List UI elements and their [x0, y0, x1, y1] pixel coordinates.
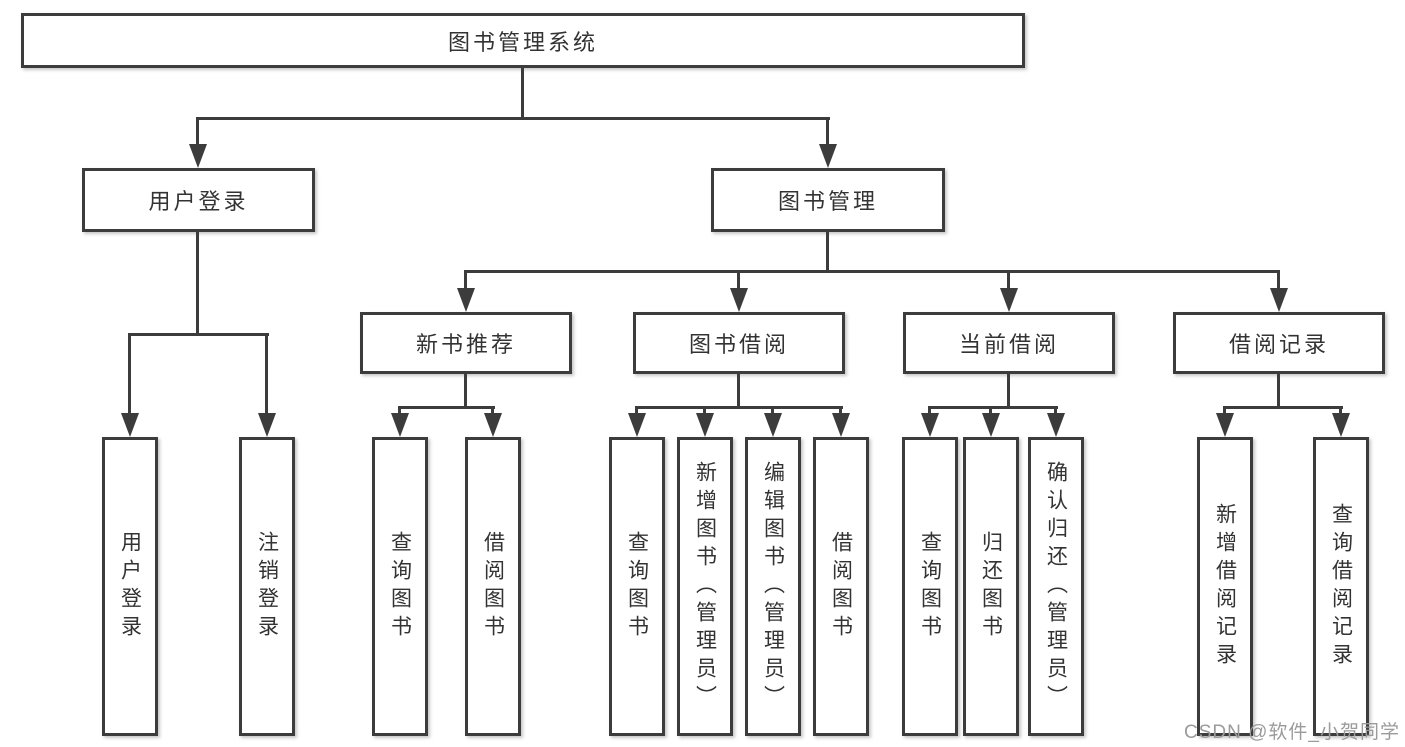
- leaf-current-confirm-return: 确认归还（管理员）: [1028, 437, 1084, 736]
- connector-line: [265, 333, 268, 417]
- leaf-current-query-book: 查询图书: [902, 437, 958, 736]
- node-book-borrow: 图书借阅: [633, 312, 845, 374]
- arrow-down-icon: [1270, 288, 1288, 312]
- leaf-record-query-record: 查询借阅记录: [1313, 437, 1369, 736]
- arrow-down-icon: [258, 413, 276, 437]
- arrow-down-icon: [730, 288, 748, 312]
- connector-line: [196, 117, 199, 147]
- leaf-current-confirm-return-label: 确认归还（管理员）: [1044, 460, 1068, 713]
- leaf-user-login: 用户登录: [102, 437, 158, 736]
- arrow-down-icon: [1000, 288, 1018, 312]
- node-book-management-label: 图书管理: [777, 189, 878, 214]
- connector-line: [928, 406, 931, 416]
- arrow-down-icon: [764, 413, 782, 437]
- leaf-record-add-record: 新增借阅记录: [1197, 437, 1253, 736]
- arrow-down-icon: [391, 413, 409, 437]
- leaf-borrow-borrow-book: 借阅图书: [813, 437, 869, 736]
- connector-line: [989, 406, 992, 416]
- csdn-watermark: CSDN @软件_小贺同学: [1184, 722, 1400, 743]
- node-user-login: 用户登录: [82, 168, 315, 232]
- connector-line: [1007, 372, 1010, 409]
- arrow-down-icon: [921, 413, 939, 437]
- arrow-down-icon: [982, 413, 1000, 437]
- node-new-book-recommend: 新书推荐: [360, 312, 572, 374]
- leaf-current-query-book-label: 查询图书: [918, 530, 942, 643]
- connector-line: [737, 270, 740, 292]
- leaf-borrow-borrow-book-label: 借阅图书: [829, 530, 853, 643]
- arrow-down-icon: [819, 144, 837, 168]
- leaf-current-return-book: 归还图书: [963, 437, 1019, 736]
- connector-line: [771, 406, 774, 416]
- leaf-borrow-edit-book-label: 编辑图书（管理员）: [761, 460, 785, 713]
- connector-line: [928, 406, 1058, 409]
- arrow-down-icon: [1332, 413, 1350, 437]
- arrow-down-icon: [1047, 413, 1065, 437]
- connector-line: [1223, 406, 1226, 416]
- connector-line: [703, 406, 706, 416]
- connector-line: [128, 333, 269, 336]
- connector-line: [635, 406, 638, 416]
- node-book-borrow-label: 图书借阅: [688, 332, 789, 357]
- leaf-recommend-query-book: 查询图书: [372, 437, 428, 736]
- leaf-logout-login: 注销登录: [239, 437, 295, 736]
- leaf-logout-login-label: 注销登录: [255, 530, 279, 643]
- connector-line: [464, 372, 467, 409]
- leaf-recommend-borrow-book-label: 借阅图书: [481, 530, 505, 643]
- arrow-down-icon: [121, 413, 139, 437]
- node-root: 图书管理系统: [21, 13, 1025, 68]
- leaf-recommend-query-book-label: 查询图书: [388, 530, 412, 643]
- leaf-user-login-label: 用户登录: [118, 530, 142, 643]
- leaf-recommend-borrow-book: 借阅图书: [465, 437, 521, 736]
- leaf-borrow-add-book: 新增图书（管理员）: [677, 437, 733, 736]
- connector-line: [128, 333, 131, 417]
- node-borrow-record: 借阅记录: [1173, 312, 1385, 374]
- leaf-record-add-record-label: 新增借阅记录: [1213, 502, 1237, 671]
- connector-line: [1277, 270, 1280, 292]
- connector-line: [1339, 406, 1342, 416]
- arrow-down-icon: [696, 413, 714, 437]
- connector-line: [1007, 270, 1010, 292]
- connector-line: [826, 230, 829, 273]
- leaf-borrow-edit-book: 编辑图书（管理员）: [745, 437, 801, 736]
- connector-line: [491, 406, 494, 416]
- connector-line: [398, 406, 495, 409]
- connector-line: [1054, 406, 1057, 416]
- leaf-borrow-add-book-label: 新增图书（管理员）: [693, 460, 717, 713]
- node-user-login-label: 用户登录: [148, 189, 249, 214]
- connector-line: [196, 230, 199, 336]
- connector-line: [635, 406, 843, 409]
- leaf-current-return-book-label: 归还图书: [979, 530, 1003, 643]
- node-root-label: 图书管理系统: [447, 29, 598, 55]
- node-book-management: 图书管理: [711, 168, 945, 232]
- arrow-down-icon: [1216, 413, 1234, 437]
- connector-line: [398, 406, 401, 416]
- connector-line: [1277, 372, 1280, 409]
- node-new-book-recommend-label: 新书推荐: [415, 332, 516, 357]
- leaf-borrow-query-book: 查询图书: [609, 437, 665, 736]
- arrow-down-icon: [484, 413, 502, 437]
- connector-line: [464, 270, 467, 292]
- leaf-record-query-record-label: 查询借阅记录: [1329, 502, 1353, 671]
- connector-line: [196, 117, 830, 120]
- arrow-down-icon: [457, 288, 475, 312]
- connector-line: [464, 270, 1280, 273]
- node-current-borrow: 当前借阅: [903, 312, 1115, 374]
- connector-line: [737, 372, 740, 409]
- connector-line: [826, 117, 829, 147]
- connector-line: [839, 406, 842, 416]
- node-current-borrow-label: 当前借阅: [958, 332, 1059, 357]
- connector-line: [1223, 406, 1343, 409]
- leaf-borrow-query-book-label: 查询图书: [625, 530, 649, 643]
- connector-line: [521, 66, 524, 120]
- arrow-down-icon: [628, 413, 646, 437]
- node-borrow-record-label: 借阅记录: [1228, 332, 1329, 357]
- arrow-down-icon: [832, 413, 850, 437]
- arrow-down-icon: [189, 144, 207, 168]
